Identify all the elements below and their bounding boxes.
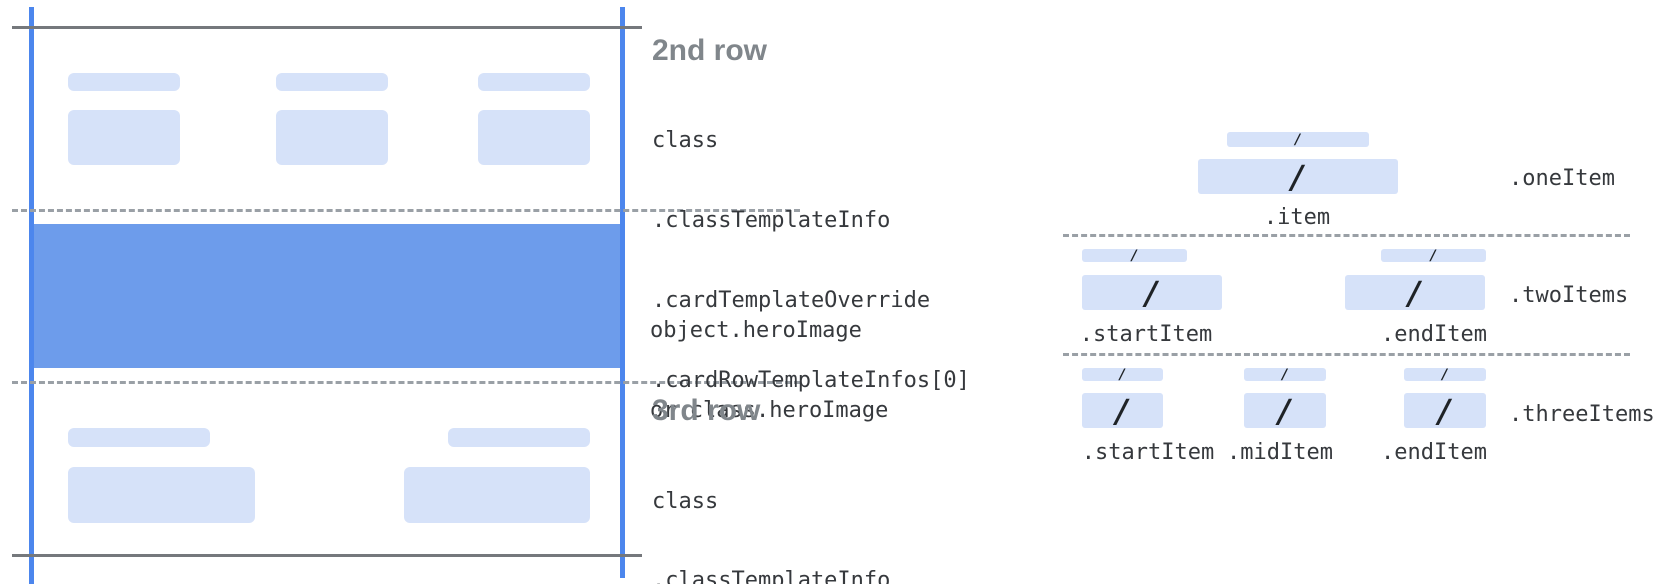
placeholder-box — [276, 110, 388, 165]
section-label-three-items: .threeItems — [1509, 402, 1655, 427]
slash-icon: / — [1280, 366, 1290, 383]
card-right-guide-line — [620, 7, 625, 578]
item-value-bar: / — [1404, 393, 1486, 428]
slash-icon: / — [1275, 391, 1295, 430]
section-label-one-item: .oneItem — [1509, 166, 1615, 191]
third-row-heading: 3rd row — [652, 394, 761, 427]
hero-image-code: object.heroImage or class.heroImage — [650, 266, 888, 476]
third-row-code: class .classTemplateInfo .cardTemplateOv… — [652, 437, 970, 584]
item-label: .item — [1263, 205, 1331, 230]
placeholder-box — [68, 467, 255, 523]
item-label: .endItem — [1381, 322, 1487, 347]
item-label-bar: / — [1082, 247, 1187, 264]
code-line: .cardRowTemplateInfos[0] — [652, 368, 970, 393]
slash-icon: / — [1405, 273, 1425, 312]
code-line: object.heroImage — [650, 318, 862, 343]
item-label: .startItem — [1079, 322, 1213, 347]
item-value-bar: / — [1198, 159, 1398, 194]
placeholder-bar — [478, 73, 590, 91]
item-section-divider-bottom — [1063, 353, 1630, 356]
placeholder-box — [68, 110, 180, 165]
item-label-bar: / — [1404, 366, 1486, 383]
slash-icon: / — [1112, 391, 1133, 430]
code-line: .cardTemplateOverride — [652, 288, 931, 313]
item-label-bar: / — [1227, 132, 1369, 147]
item-label-bar: / — [1082, 366, 1163, 383]
code-line: or class.heroImage — [650, 398, 889, 423]
card-bottom-border-line — [12, 554, 642, 557]
placeholder-box — [404, 467, 590, 523]
item-value-bar: / — [1244, 393, 1326, 428]
placeholder-bar — [68, 73, 180, 91]
slash-icon: / — [1440, 366, 1450, 383]
slash-icon: / — [1130, 247, 1139, 264]
item-label: .endItem — [1381, 440, 1487, 465]
placeholder-bar — [276, 73, 388, 91]
slash-icon: / — [1288, 157, 1308, 196]
item-section-divider-top — [1063, 234, 1630, 237]
section-label-two-items: .twoItems — [1509, 283, 1629, 308]
slash-icon: / — [1429, 247, 1438, 264]
item-label-bar: / — [1244, 366, 1326, 383]
row-divider-dashed-bottom — [12, 381, 800, 384]
item-value-bar: / — [1082, 393, 1163, 428]
item-label: .startItem — [1081, 440, 1215, 465]
placeholder-bar — [68, 428, 210, 447]
card-top-border-line — [12, 26, 642, 29]
placeholder-bar — [448, 428, 590, 447]
item-label-bar: / — [1381, 247, 1486, 264]
code-line: .classTemplateInfo — [652, 568, 891, 584]
code-line: class — [652, 128, 719, 153]
item-label: .midItem — [1227, 440, 1333, 465]
item-value-bar: / — [1082, 275, 1222, 310]
code-line: .classTemplateInfo — [652, 208, 891, 233]
placeholder-box — [478, 110, 590, 165]
row-divider-dashed-top — [12, 209, 800, 212]
slash-icon: / — [1293, 131, 1303, 148]
slash-icon: / — [1435, 391, 1455, 430]
code-line: class — [652, 489, 719, 514]
slash-icon: / — [1118, 366, 1127, 383]
item-value-bar: / — [1345, 275, 1485, 310]
slash-icon: / — [1142, 273, 1162, 312]
second-row-heading: 2nd row — [652, 34, 768, 67]
card-left-guide-line — [29, 7, 34, 584]
hero-image-band — [34, 224, 620, 368]
second-row-code: class .classTemplateInfo .cardTemplateOv… — [652, 76, 970, 446]
